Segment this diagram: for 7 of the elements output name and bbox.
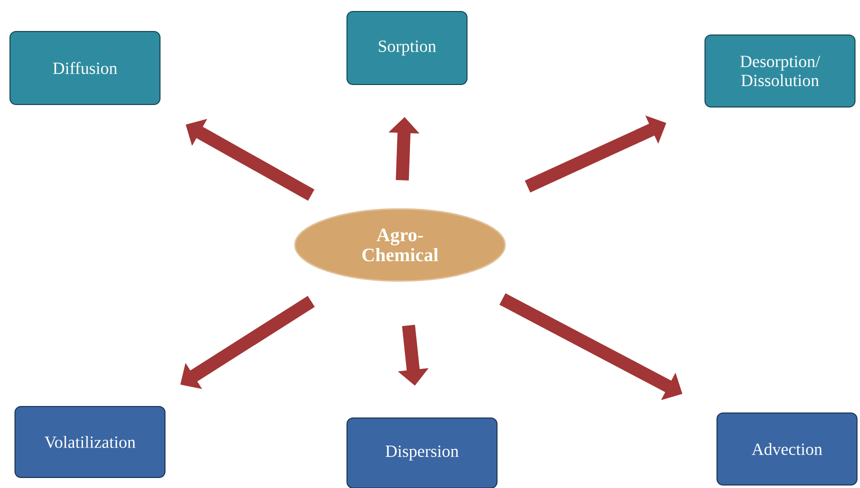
process-box: Advection <box>716 412 858 486</box>
process-box: Diffusion <box>10 31 160 105</box>
process-box: Volatilization <box>14 406 166 478</box>
process-box: Desorption/ Dissolution <box>704 34 856 108</box>
process-box: Dispersion <box>346 418 498 488</box>
ellipse-node: Agro- Chemical <box>294 208 506 282</box>
process-box: Sorption <box>346 11 468 85</box>
